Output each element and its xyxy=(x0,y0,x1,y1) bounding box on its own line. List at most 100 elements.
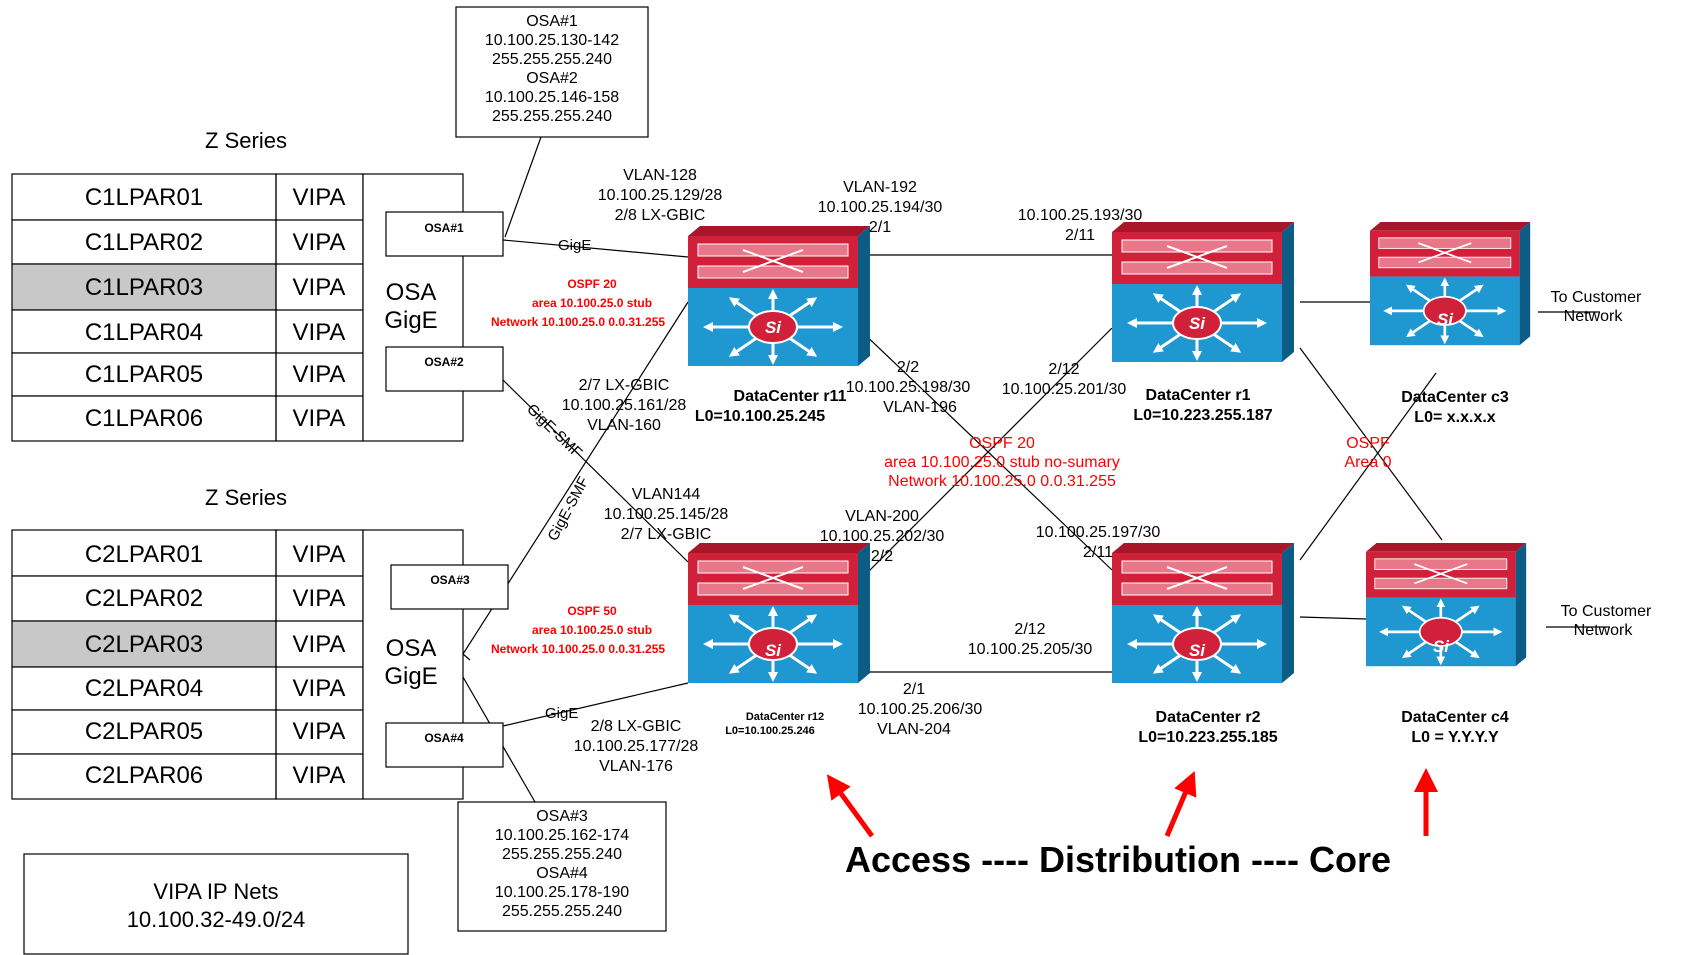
osa3-port xyxy=(390,564,509,610)
link-label: 2/7 LX-GBIC xyxy=(621,526,712,543)
lpar-c1-04: C1LPAR04 xyxy=(85,319,203,346)
callout-line: 255.255.255.240 xyxy=(502,846,622,863)
osa4-port-label: OSA#4 xyxy=(424,731,464,745)
switch-r1 xyxy=(1112,222,1294,362)
r11-lo: L0=10.100.25.245 xyxy=(695,408,825,425)
ospf-annotation: OSPF 20 xyxy=(969,435,1035,452)
callout-line: OSA#3 xyxy=(536,808,588,825)
link-label: 2/1 xyxy=(903,681,925,698)
osa2-port-label: OSA#2 xyxy=(424,355,464,369)
vipa-label: VIPA xyxy=(293,718,346,745)
link-label: 10.100.25.198/30 xyxy=(846,379,971,396)
lpar-c1-01: C1LPAR01 xyxy=(85,184,203,211)
si-label: Si xyxy=(765,641,782,660)
zseries-top-title: Z Series xyxy=(205,128,287,153)
ospf-annotation: area 10.100.25.0 stub xyxy=(532,623,652,637)
lpar-c2-02: C2LPAR02 xyxy=(85,585,203,612)
callout-line: 10.100.25.146-158 xyxy=(485,89,619,106)
ospf-annotation: Network 10.100.25.0 0.0.31.255 xyxy=(888,473,1116,490)
callout-line: OSA#2 xyxy=(526,70,578,87)
vipa-label: VIPA xyxy=(293,184,346,211)
osa3-port-label: OSA#3 xyxy=(430,573,470,587)
vipa-label: VIPA xyxy=(293,762,346,789)
callout-line: 255.255.255.240 xyxy=(492,51,612,68)
ospf-annotation: Network 10.100.25.0 0.0.31.255 xyxy=(491,642,665,656)
callout-line: 10.100.25.130-142 xyxy=(485,32,619,49)
tier-arrows xyxy=(826,768,1438,838)
link-label: 2/11 xyxy=(1065,227,1095,244)
gige-smf-label: GigE-SMF xyxy=(545,474,593,544)
lpar-c2-01: C2LPAR01 xyxy=(85,541,203,568)
link-label: 10.100.25.193/30 xyxy=(1018,207,1143,224)
vipa-nets-box xyxy=(23,853,409,955)
gige-label: GigE xyxy=(384,307,437,334)
to-customer-label: Network xyxy=(1564,308,1624,325)
link-label: 10.100.25.201/30 xyxy=(1002,381,1127,398)
ospf-annotation: area 10.100.25.0 stub xyxy=(532,296,652,310)
si-label: Si xyxy=(765,318,782,337)
ospf-annotation: Area 0 xyxy=(1344,454,1391,471)
r1-lo: L0=10.223.255.187 xyxy=(1133,407,1272,424)
r11-name: DataCenter r11 xyxy=(734,388,847,405)
link-label: 10.100.25.206/30 xyxy=(858,701,983,718)
zseries-bottom-title: Z Series xyxy=(205,485,287,510)
callout-line: 10.100.25.178-190 xyxy=(495,884,629,901)
link-label: VLAN-176 xyxy=(599,758,673,775)
ospf-annotation: OSPF 50 xyxy=(567,604,617,618)
switch-r11 xyxy=(688,226,870,366)
link-label: 2/2 xyxy=(871,548,893,565)
switch-r2 xyxy=(1112,543,1294,683)
lpar-c2-04: C2LPAR04 xyxy=(85,675,203,702)
vipa-label: VIPA xyxy=(293,675,346,702)
osa-callout-bottom xyxy=(457,801,667,932)
link-label: VLAN-160 xyxy=(587,417,661,434)
callout-line: OSA#4 xyxy=(536,865,588,882)
ospf-annotation: Network 10.100.25.0 0.0.31.255 xyxy=(491,315,665,329)
r2-name: DataCenter r2 xyxy=(1156,709,1261,726)
osa1-port-label: OSA#1 xyxy=(424,221,464,235)
lpar-c2-05: C2LPAR05 xyxy=(85,718,203,745)
c4-name: DataCenter c4 xyxy=(1401,709,1509,726)
link-label: 2/2 xyxy=(897,359,919,376)
link-label: 2/11 xyxy=(1083,544,1113,561)
osa4-port xyxy=(385,722,504,768)
link-label: 10.100.25.205/30 xyxy=(968,641,1093,658)
si-label: Si xyxy=(1437,310,1454,329)
link-label: 10.100.25.202/30 xyxy=(820,528,945,545)
vipa-label: VIPA xyxy=(293,274,346,301)
link-label: VLAN144 xyxy=(632,486,701,503)
lpar-c1-06: C1LPAR06 xyxy=(85,405,203,432)
callout-line: OSA#1 xyxy=(526,13,578,30)
to-customer-label: To Customer xyxy=(1551,289,1642,306)
link-label: 10.100.25.197/30 xyxy=(1036,524,1161,541)
vipa-label: VIPA xyxy=(293,319,346,346)
c3-lo: L0= x.x.x.x xyxy=(1414,409,1495,426)
lpar-c1-02: C1LPAR02 xyxy=(85,229,203,256)
ospf-annotation: OSPF 20 xyxy=(567,277,617,291)
ospf-annotation: area 10.100.25.0 stub no-sumary xyxy=(884,454,1120,471)
osa-label: OSA xyxy=(386,635,437,662)
to-customer-label: To Customer xyxy=(1561,603,1652,620)
vipa-label: VIPA xyxy=(293,361,346,388)
link-label: VLAN-192 xyxy=(843,179,917,196)
link-label: VLAN-196 xyxy=(883,399,957,416)
lpar-c2-03: C2LPAR03 xyxy=(85,631,203,658)
link-label: VLAN-200 xyxy=(845,508,919,525)
callout-line: 255.255.255.240 xyxy=(502,903,622,920)
si-label: Si xyxy=(1189,641,1206,660)
link-label: 10.100.25.194/30 xyxy=(818,199,943,216)
gige-link-label: GigE xyxy=(558,237,591,254)
link-label: VLAN-204 xyxy=(877,721,951,738)
to-customer-label: Network xyxy=(1574,622,1634,639)
link-label: 10.100.25.177/28 xyxy=(574,738,699,755)
link-label: 2/12 xyxy=(1048,361,1079,378)
osa2-port xyxy=(385,346,504,392)
c3-name: DataCenter c3 xyxy=(1401,389,1509,406)
link-label: 2/8 LX-GBIC xyxy=(615,207,706,224)
si-label: Si xyxy=(1433,637,1450,656)
gige-link-label: GigE xyxy=(545,705,578,722)
r12-name: DataCenter r12 xyxy=(746,711,824,723)
lpar-c1-03: C1LPAR03 xyxy=(85,274,203,301)
vipa-label: VIPA xyxy=(293,631,346,658)
